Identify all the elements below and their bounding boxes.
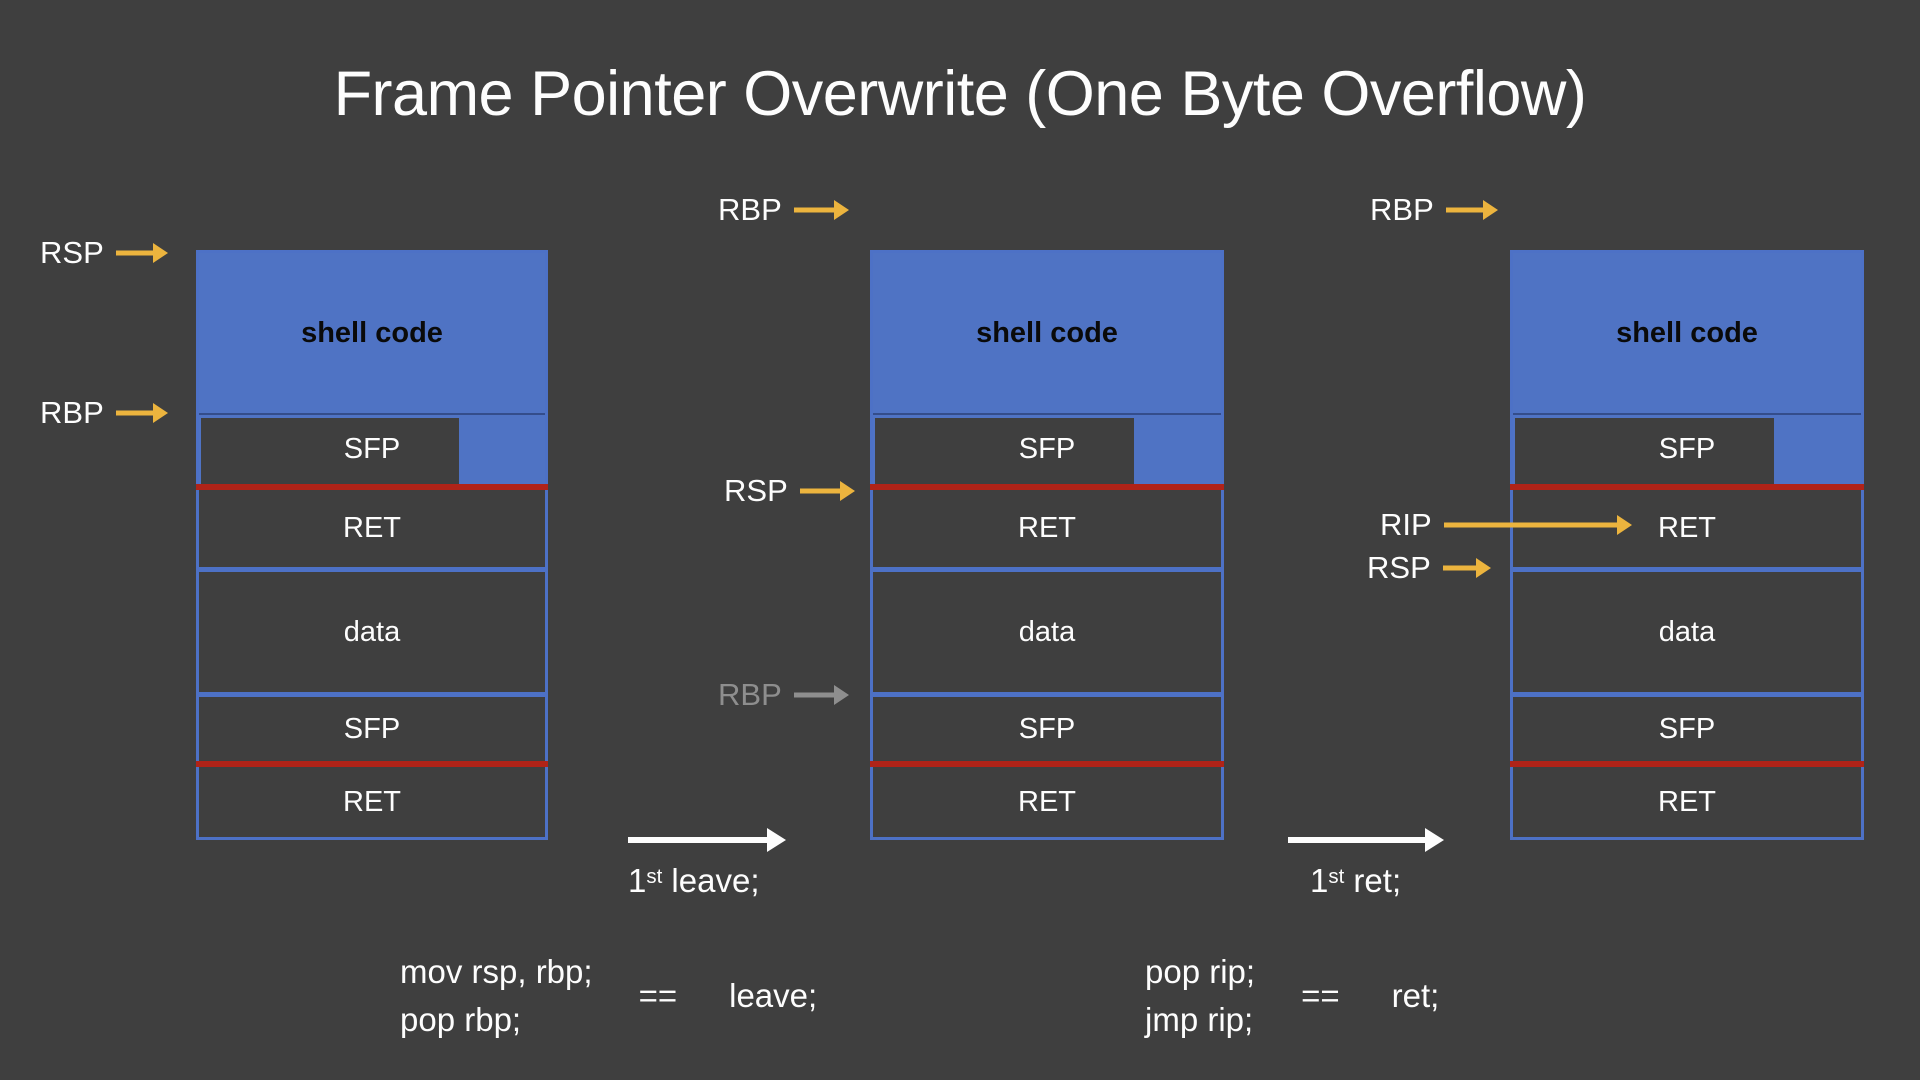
transition-ret-label: 1st ret; [1310, 862, 1402, 899]
right-arrow-icon [793, 200, 849, 220]
pointer-rsp-stack3: RSP [1367, 550, 1491, 585]
equation-leave-instructions: mov rsp, rbp; pop rbp; [400, 948, 593, 1044]
cell-shellcode: shell code [873, 253, 1221, 415]
cell-ret-bottom-label: RET [1018, 785, 1076, 818]
pointer-rip-stack3: RIP [1380, 507, 1632, 542]
cell-data: data [873, 572, 1221, 692]
cell-ret-bottom-label: RET [343, 785, 401, 818]
cell-shellcode-label: shell code [976, 316, 1118, 349]
cell-shellcode-label: shell code [1616, 316, 1758, 349]
right-arrow-icon [793, 685, 849, 705]
cell-ret: RET [873, 490, 1221, 567]
transition-leave: 1st leave; [628, 828, 788, 900]
equation-ret-instructions: pop rip; jmp rip; [1145, 948, 1255, 1044]
pointer-label: RBP [718, 192, 782, 227]
instruction-line: jmp rip; [1145, 1000, 1254, 1038]
cell-sfp-bottom: SFP [873, 697, 1221, 761]
right-arrow-icon [115, 403, 168, 423]
cell-data: data [1513, 572, 1861, 692]
cell-data-label: data [1658, 615, 1716, 648]
pointer-label: RSP [40, 235, 104, 270]
instruction-line: pop rbp; [400, 1000, 522, 1038]
pointer-label: RSP [1367, 550, 1431, 585]
cell-data-label: data [343, 615, 401, 648]
cell-ret-bottom: RET [1513, 767, 1861, 837]
stack-diagram-3: shell code SFP RET data SFP RET [1510, 250, 1864, 840]
cell-shellcode-label: shell code [301, 316, 443, 349]
equation-ret: pop rip; jmp rip; == ret; [1145, 948, 1439, 1044]
red-separator-line [870, 484, 1224, 490]
transition-leave-label: 1st leave; [628, 862, 760, 899]
cell-sfp-label: SFP [343, 433, 401, 465]
pointer-rsp-stack2: RSP [724, 473, 855, 508]
pointer-rbp-stack1: RBP [40, 395, 168, 430]
right-arrow-icon [1445, 200, 1498, 220]
equation-leave-result: leave; [729, 976, 818, 1014]
equals-sign: == [638, 976, 678, 1014]
cell-sfp-label: SFP [1658, 433, 1716, 465]
cell-divider [196, 567, 548, 572]
cell-ret-bottom-label: RET [1658, 785, 1716, 818]
sfp-remnant-box [201, 418, 459, 484]
cell-shellcode: shell code [1513, 253, 1861, 415]
right-arrow-icon [1443, 515, 1632, 535]
instruction-line: pop rip; [1145, 953, 1256, 990]
cell-ret-label: RET [1018, 512, 1076, 544]
pointer-label: RBP [1370, 192, 1434, 227]
cell-divider [870, 567, 1224, 572]
white-arrow-icon [628, 828, 786, 852]
cell-sfp-overwritten: SFP [873, 415, 1221, 484]
cell-data: data [199, 572, 545, 692]
red-separator-line [1510, 761, 1864, 767]
stack-diagram-2: shell code SFP RET data SFP RET [870, 250, 1224, 840]
equation-ret-result: ret; [1391, 976, 1440, 1014]
equation-leave: mov rsp, rbp; pop rbp; == leave; [400, 948, 817, 1044]
pointer-label: RSP [724, 473, 788, 508]
cell-ret-label: RET [343, 512, 401, 544]
transition-ret: 1st ret; [1288, 828, 1448, 900]
cell-divider [1510, 567, 1864, 572]
red-separator-line [1510, 484, 1864, 490]
red-separator-line [870, 761, 1224, 767]
stack-diagram-1: shell code SFP RET data SFP RET [196, 250, 548, 840]
cell-divider [870, 692, 1224, 697]
cell-ret-bottom: RET [873, 767, 1221, 837]
pointer-rsp-stack1: RSP [40, 235, 168, 270]
cell-ret: RET [1513, 490, 1861, 567]
cell-sfp-bottom-label: SFP [1018, 712, 1076, 745]
page-title: Frame Pointer Overwrite (One Byte Overfl… [333, 59, 1587, 129]
cell-shellcode: shell code [199, 253, 545, 415]
pointer-rbp-stack3: RBP [1370, 192, 1498, 227]
right-arrow-icon [115, 243, 168, 263]
cell-sfp-bottom-label: SFP [343, 712, 401, 745]
cell-divider [1510, 692, 1864, 697]
cell-sfp-overwritten: SFP [199, 415, 545, 484]
equals-sign: == [1301, 976, 1340, 1014]
white-arrow-icon [1288, 828, 1444, 852]
cell-sfp-label: SFP [1018, 433, 1076, 465]
red-separator-line [196, 761, 548, 767]
cell-sfp-bottom: SFP [1513, 697, 1861, 761]
pointer-label: RBP [718, 677, 782, 712]
right-arrow-icon [799, 481, 855, 501]
pointer-rbp-old-stack2: RBP [718, 677, 849, 712]
cell-data-label: data [1018, 615, 1076, 648]
cell-ret-label: RET [1658, 512, 1716, 544]
cell-divider [196, 692, 548, 697]
sfp-remnant-box [875, 418, 1135, 484]
pointer-label: RIP [1380, 507, 1432, 542]
cell-ret: RET [199, 490, 545, 567]
cell-sfp-overwritten: SFP [1513, 415, 1861, 484]
cell-sfp-bottom-label: SFP [1658, 712, 1716, 745]
pointer-label: RBP [40, 395, 104, 430]
right-arrow-icon [1442, 558, 1491, 578]
red-separator-line [196, 484, 548, 490]
instruction-line: mov rsp, rbp; [400, 953, 593, 990]
cell-sfp-bottom: SFP [199, 697, 545, 761]
cell-ret-bottom: RET [199, 767, 545, 837]
sfp-remnant-box [1515, 418, 1775, 484]
pointer-rbp-stack2: RBP [718, 192, 849, 227]
